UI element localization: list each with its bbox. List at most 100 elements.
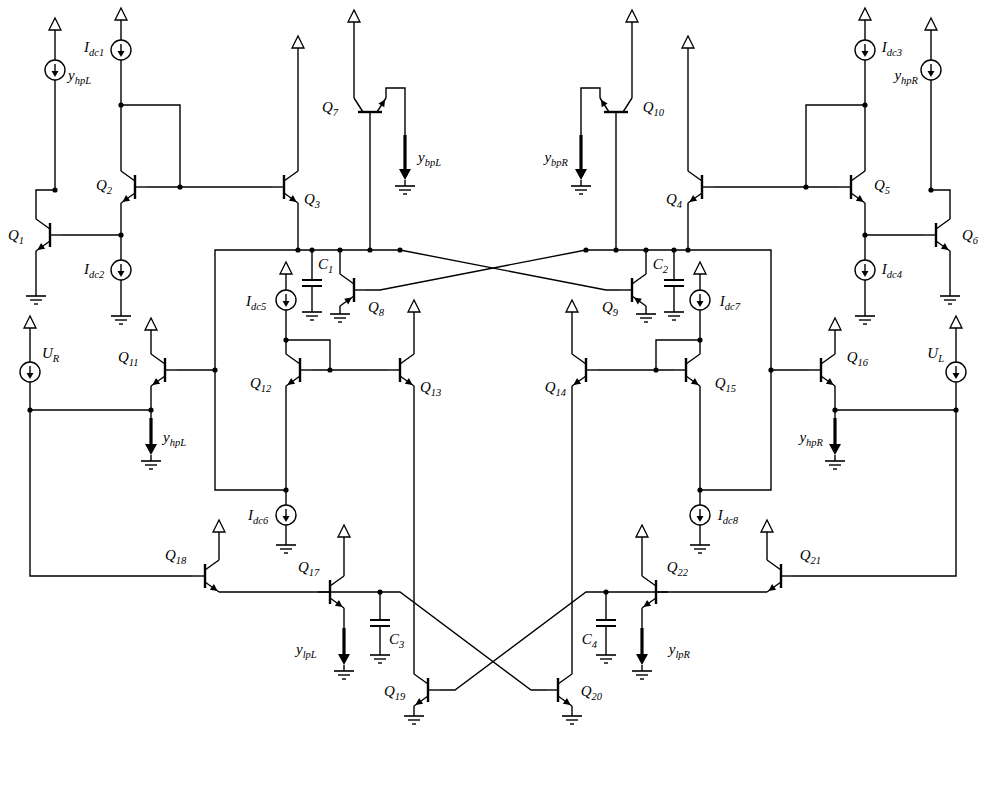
wire — [641, 608, 642, 628]
ground-symbol — [408, 719, 420, 720]
label-subscript: dc6 — [253, 515, 268, 526]
emitter-arrow — [122, 195, 130, 202]
wire — [687, 203, 688, 250]
wire — [311, 250, 312, 280]
junction-dot — [337, 247, 342, 252]
wire — [699, 386, 700, 505]
label-subscript: 8 — [379, 307, 384, 318]
transistor-symbol — [851, 171, 865, 181]
ground-symbol — [374, 658, 386, 659]
wire — [571, 706, 572, 716]
ground-symbol — [940, 295, 960, 297]
current-source — [930, 64, 931, 72]
label-subscript: dc1 — [89, 47, 104, 58]
output-current-arrow — [833, 418, 836, 446]
transistor-symbol — [642, 598, 656, 608]
transistor-symbol — [936, 219, 950, 229]
ground-symbol — [412, 723, 416, 724]
current-source — [120, 44, 121, 52]
ground-symbol — [664, 311, 684, 313]
wire — [343, 665, 344, 671]
label-symbol: Q — [8, 227, 19, 243]
ground-symbol — [855, 315, 875, 317]
supply-arrow — [761, 520, 773, 532]
component-label: Q2 — [96, 176, 112, 196]
label-symbol: Q — [602, 299, 613, 315]
wire — [931, 190, 950, 219]
transistor-symbol — [558, 674, 572, 684]
supply-arrow — [925, 18, 937, 30]
wire — [285, 310, 286, 354]
wire — [150, 455, 151, 461]
output-current-arrow — [145, 444, 157, 455]
current-source — [864, 264, 865, 272]
ground-symbol — [562, 715, 582, 717]
wire — [581, 88, 600, 135]
label-symbol: Q — [643, 99, 654, 115]
ground-symbol — [636, 674, 648, 675]
label-subscript: dc7 — [725, 301, 740, 312]
ground-symbol — [403, 193, 407, 194]
supply-arrow — [280, 262, 292, 274]
ground-symbol — [948, 303, 952, 304]
wire — [62, 234, 121, 235]
wire — [631, 22, 632, 98]
label-symbol: Q — [384, 683, 395, 699]
wire — [54, 80, 55, 190]
transistor-symbol — [284, 171, 298, 181]
current-source — [111, 260, 131, 280]
wire — [36, 190, 55, 219]
component-label: Q4 — [666, 190, 682, 210]
label-symbol: Q — [666, 191, 677, 207]
emitter-arrow — [289, 195, 297, 202]
wire — [656, 340, 700, 370]
wire — [339, 306, 340, 314]
wire — [864, 280, 865, 316]
label-symbol: U — [42, 345, 53, 361]
label-symbol: C — [318, 256, 328, 272]
label-subscript: hpL — [170, 437, 186, 448]
junction-dot — [671, 247, 676, 252]
output-current-arrow — [640, 628, 643, 656]
ground-symbol — [141, 460, 161, 462]
label-subscript: 21 — [811, 555, 822, 566]
label-symbol: Q — [250, 375, 261, 391]
emitter-arrow — [210, 584, 218, 591]
wire — [177, 369, 215, 370]
label-symbol: I — [718, 507, 723, 523]
wire — [673, 250, 674, 280]
label-subscript: 14 — [556, 387, 567, 398]
wire — [571, 386, 572, 674]
ground-symbol — [596, 654, 616, 656]
component-label: C2 — [653, 255, 668, 275]
ground-symbol — [330, 313, 350, 315]
transistor-symbol — [354, 289, 366, 290]
label-symbol: Q — [800, 547, 811, 563]
junction-dot — [613, 247, 618, 252]
emitter-arrow — [856, 195, 864, 202]
current-source — [855, 40, 875, 60]
transistor-symbol — [632, 274, 646, 284]
supply-arrow — [213, 520, 225, 532]
label-subscript: 6 — [973, 235, 978, 246]
wire — [285, 386, 286, 505]
label-symbol: y — [799, 429, 806, 445]
wire — [645, 250, 646, 274]
current-source — [953, 373, 960, 379]
transistor-symbol — [300, 369, 312, 370]
wire — [219, 592, 546, 690]
label-subscript: 18 — [176, 555, 187, 566]
wire — [353, 22, 354, 98]
current-source — [921, 60, 941, 80]
ground-symbol — [370, 654, 390, 656]
ground-symbol — [145, 464, 157, 465]
junction-dot — [953, 407, 958, 412]
ground-symbol — [829, 464, 841, 465]
component-label: Q19 — [384, 682, 405, 702]
wire — [312, 369, 388, 370]
ground-symbol — [825, 460, 845, 462]
label-symbol: Q — [847, 349, 858, 365]
wire — [343, 608, 344, 628]
transistor-symbol — [851, 193, 865, 203]
transistor-symbol — [151, 354, 165, 364]
